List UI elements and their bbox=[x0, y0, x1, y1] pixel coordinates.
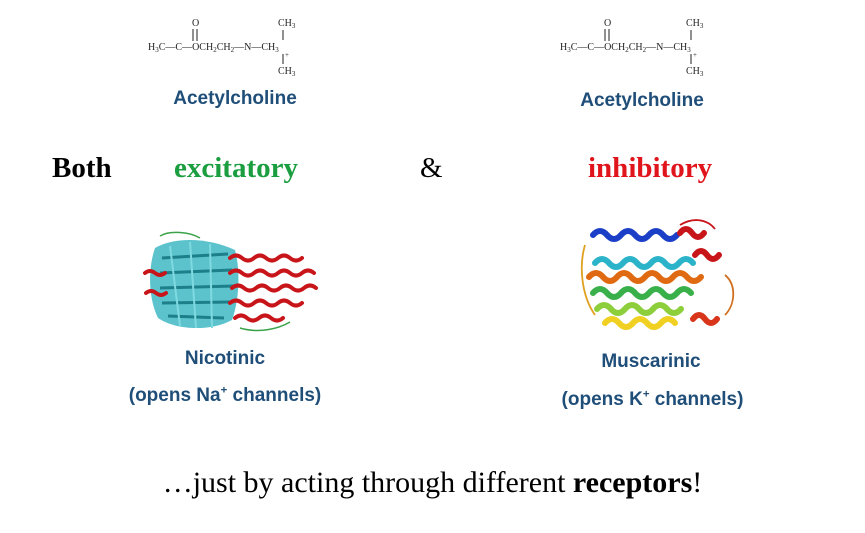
molecule-name-right: Acetylcholine bbox=[580, 90, 704, 111]
footer-sentence: …just by acting through different recept… bbox=[162, 466, 703, 499]
receptor-name-muscarinic: Muscarinic bbox=[601, 351, 701, 372]
svg-text:H3C—C—OCH2CH2—N—CH3: H3C—C—OCH2CH2—N—CH3 bbox=[560, 42, 691, 54]
molecule-name-left: Acetylcholine bbox=[173, 88, 297, 109]
headline-inhibitory: inhibitory bbox=[588, 152, 713, 184]
formula-plus: + bbox=[285, 51, 289, 59]
footer-bold-receptors: receptors bbox=[572, 466, 693, 499]
svg-text:O: O bbox=[604, 18, 611, 29]
receptor-name-nicotinic: Nicotinic bbox=[184, 348, 266, 369]
formula-o: O bbox=[192, 18, 199, 29]
formula-ch3-top: CH3 bbox=[278, 18, 296, 30]
headline-both: Both bbox=[52, 152, 112, 184]
formula-chain: H3C—C—OCH2CH2—N—CH3 bbox=[148, 42, 279, 54]
headline-ampersand: & bbox=[420, 152, 443, 184]
svg-text:+: + bbox=[693, 51, 697, 59]
formula-ch3-bottom: CH3 bbox=[278, 66, 296, 78]
nicotinic-receptor-image bbox=[140, 228, 325, 343]
channel-description-muscarinic: (opens K+ channels) bbox=[561, 388, 744, 410]
svg-text:CH3: CH3 bbox=[686, 66, 704, 78]
muscarinic-receptor-image bbox=[575, 215, 745, 345]
acetylcholine-structure-right: O H3C—C—OCH2CH2—N—CH3 CH3 + CH3 bbox=[552, 12, 752, 92]
channel-description-nicotinic: (opens Na+ channels) bbox=[128, 384, 322, 406]
acetylcholine-structure-left: O H3C—C—OCH2CH2—N—CH3 CH3 + CH3 bbox=[140, 12, 340, 92]
headline-excitatory: excitatory bbox=[174, 152, 298, 184]
svg-text:CH3: CH3 bbox=[686, 18, 704, 30]
